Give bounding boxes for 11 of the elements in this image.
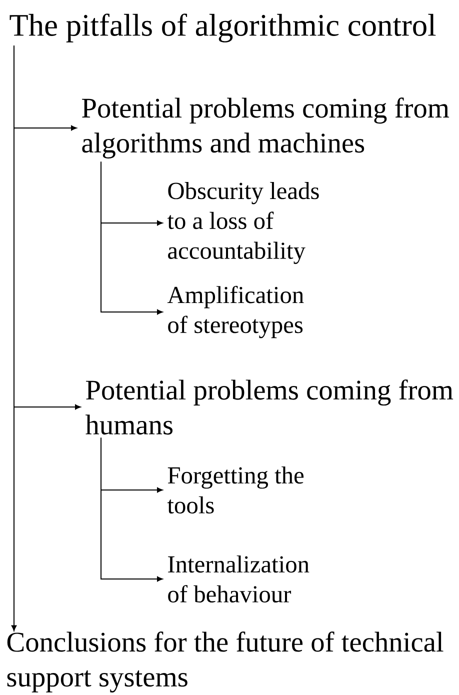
subheading-text: Obscurity leads to a loss of accountability xyxy=(167,182,319,264)
arrow xyxy=(11,45,17,631)
arrow xyxy=(100,437,163,582)
heading-text: Potential problems coming from humans xyxy=(85,379,454,435)
title-text: The pitfalls of algorithmic control xyxy=(10,14,436,42)
subheading-text: Forgetting the tools xyxy=(167,466,304,514)
heading-text: Potential problems coming from algorithms and machines xyxy=(82,98,450,158)
arrow xyxy=(100,161,163,315)
subheading-text: Amplification of stereotypes xyxy=(167,286,304,338)
subheading-text: Internalization of behaviour xyxy=(168,555,310,603)
conclusion-text: Conclusions for the future of technical support systems xyxy=(7,632,444,692)
